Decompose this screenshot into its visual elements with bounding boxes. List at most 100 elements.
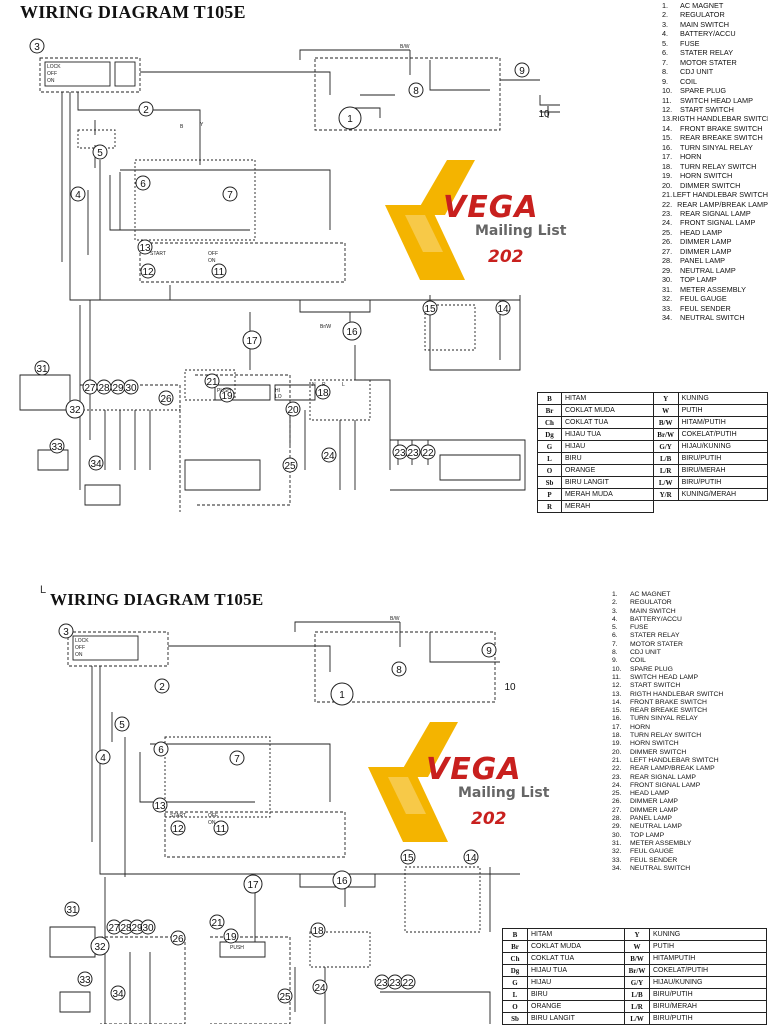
svg-text:PUSH: PUSH xyxy=(230,945,244,951)
svg-text:8: 8 xyxy=(396,665,402,676)
legend-item: 1.AC MAGNET xyxy=(612,591,723,599)
legend-item-label: DIMMER SWITCH xyxy=(680,180,741,190)
legend-item-label: REGULATOR xyxy=(680,10,725,20)
legend-item-label: COIL xyxy=(680,76,698,86)
color-code: Sb xyxy=(537,476,562,489)
legend-item-number: 13. xyxy=(612,690,622,698)
legend-item-number: 5. xyxy=(662,38,669,48)
legend-item-number: 16. xyxy=(612,715,622,723)
legend-item-number: 31. xyxy=(612,839,622,847)
legend-item: 6.STATER RELAY xyxy=(662,48,768,57)
legend-item: 24.FRONT SIGNAL LAMP xyxy=(662,218,768,227)
legend-item: 4.BATTERY/ACCU xyxy=(612,616,723,624)
svg-text:10: 10 xyxy=(538,109,550,120)
svg-text:25: 25 xyxy=(279,992,291,1003)
legend-item-number: 9. xyxy=(612,657,618,665)
legend-item-label: REGULATOR xyxy=(630,599,672,607)
legend-item: 18.TURN RELAY SWITCH xyxy=(662,162,768,171)
color-code: L/B xyxy=(624,988,650,1001)
legend-item-number: 15. xyxy=(612,707,622,715)
legend-item: 10.SPARE PLUG xyxy=(612,666,723,674)
color-name: HITAM xyxy=(527,928,625,941)
legend-item: 17.HORN xyxy=(612,724,723,732)
legend-item-label: STATER RELAY xyxy=(680,48,734,58)
legend-item-label: PANEL LAMP xyxy=(680,256,726,266)
legend-item-number: 23. xyxy=(662,208,673,218)
svg-text:23: 23 xyxy=(389,978,401,989)
color-code: Ch xyxy=(502,952,528,965)
legend-item: 9.COIL xyxy=(662,77,768,86)
svg-text:30: 30 xyxy=(142,923,154,934)
legend-item-label: NEUTRAL SWITCH xyxy=(630,864,691,872)
legend-item-number: 26. xyxy=(662,237,673,247)
color-code: Sb xyxy=(502,1012,528,1025)
legend-item: 28.PANEL LAMP xyxy=(612,815,723,823)
svg-text:14: 14 xyxy=(465,853,477,864)
color-code: B xyxy=(502,928,528,941)
color-code: L/W xyxy=(652,476,679,489)
legend-item: 20. DIMMER SWITCH xyxy=(662,181,768,190)
color-name: BIRU/PUTIH xyxy=(649,1012,767,1025)
legend-item: 27.DIMMER LAMP xyxy=(612,807,723,815)
color-name: COKELAT/PUTIH xyxy=(677,428,768,441)
legend-item: 5.FUSE xyxy=(662,39,768,48)
legend-item-number: 31. xyxy=(662,284,673,294)
legend-item-number: 4. xyxy=(662,29,669,39)
legend-item: 7.MOTOR STATER xyxy=(612,641,723,649)
legend-item-number: 27. xyxy=(662,246,673,256)
legend-item-label: NEUTRAL LAMP xyxy=(630,823,682,831)
legend-item: 32.FEUL GAUGE xyxy=(612,848,723,856)
legend-item: 18.TURN RELAY SWITCH xyxy=(612,732,723,740)
legend-item-label: FUSE xyxy=(630,624,649,632)
color-code: L/B xyxy=(652,452,679,465)
legend-item-label: SWITCH HEAD LAMP xyxy=(680,95,753,105)
legend-item: 26.DIMMER LAMP xyxy=(612,798,723,806)
diagram-page-2: L WIRING DIAGRAM T105E xyxy=(0,512,768,1025)
color-code: B xyxy=(537,392,562,405)
legend-item-number: 33. xyxy=(662,303,673,313)
color-code: G xyxy=(502,976,528,989)
color-code: O xyxy=(502,1000,528,1013)
logo-chevron-shape-2 xyxy=(368,722,458,842)
svg-text:START: START xyxy=(170,813,186,819)
svg-text:4: 4 xyxy=(75,190,81,201)
legend-item-number: 21. xyxy=(612,756,622,764)
svg-text:13: 13 xyxy=(154,801,166,812)
legend-item-label: HORN SWITCH xyxy=(630,740,679,748)
legend-item: 33.FEUL SENDER xyxy=(612,857,723,865)
legend-item-number: 2. xyxy=(662,10,669,20)
color-name: BIRU xyxy=(527,988,625,1001)
legend-item-number: 17. xyxy=(612,723,622,731)
legend-item: 15.REAR BREAKE SWITCH xyxy=(612,707,723,715)
legend-item-label: RIGTH HANDLEBAR SWITCH xyxy=(672,114,768,124)
color-code: Br/W xyxy=(652,428,679,441)
color-code: Br xyxy=(502,940,528,953)
legend-item-number: 21. xyxy=(662,190,673,200)
svg-text:2: 2 xyxy=(143,105,149,116)
legend-item-number: 4. xyxy=(612,615,618,623)
legend-item-number: 17. xyxy=(662,152,673,162)
legend-item: 8.CDJ UNIT xyxy=(612,649,723,657)
legend-item-number: 12. xyxy=(662,104,673,114)
color-code: W xyxy=(652,404,679,417)
svg-text:18: 18 xyxy=(312,926,324,937)
legend-item-number: 8. xyxy=(612,649,618,657)
legend-item-label: FRONT BRAKE SWITCH xyxy=(680,123,763,133)
legend-item-label: AC MAGNET xyxy=(680,1,724,10)
color-code: O xyxy=(537,464,562,477)
svg-text:7: 7 xyxy=(234,754,240,765)
svg-text:N: N xyxy=(312,382,316,388)
legend-item: 4.BATTERY/ACCU xyxy=(662,29,768,38)
legend-item-label: REAR SIGNAL LAMP xyxy=(680,208,751,218)
svg-text:34: 34 xyxy=(90,459,102,470)
svg-text:26: 26 xyxy=(160,394,172,405)
legend-item-number: 14. xyxy=(662,123,673,133)
legend-item-number: 30. xyxy=(662,275,673,285)
legend-item-number: 20. xyxy=(662,180,673,190)
